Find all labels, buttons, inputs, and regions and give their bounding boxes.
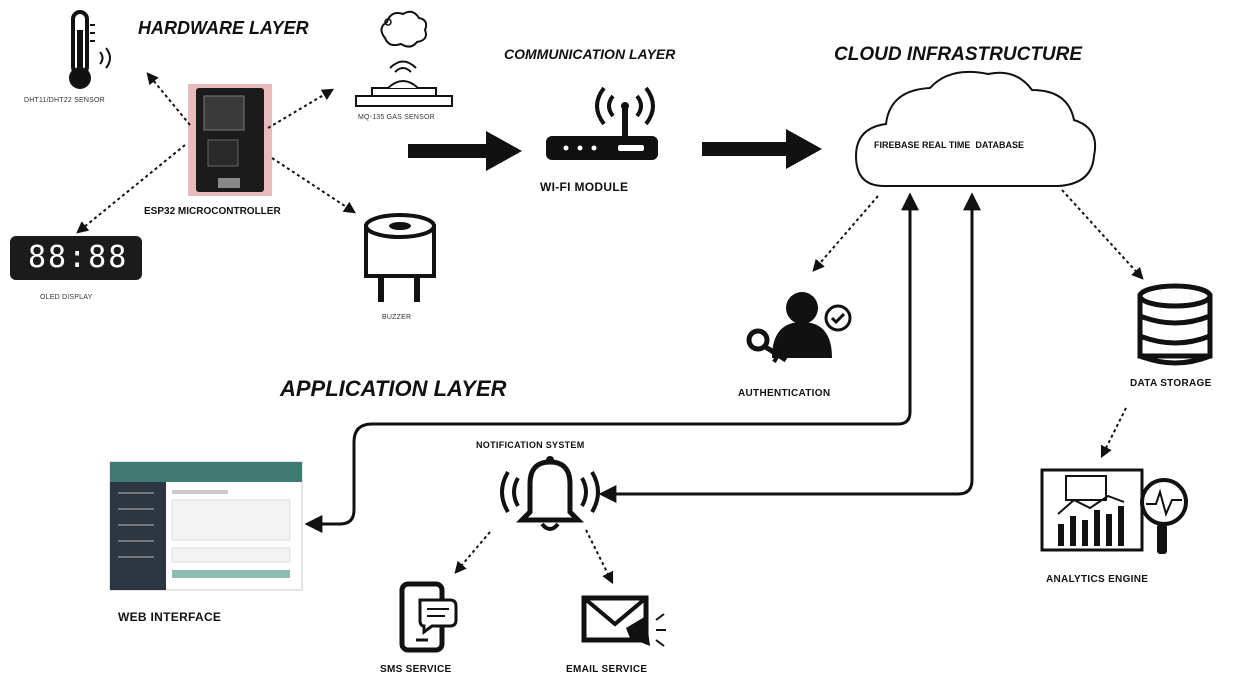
- gas-sensor-icon: [355, 10, 453, 107]
- firebase-label: FIREBASE REAL TIME DATABASE: [874, 140, 1025, 150]
- notification-label: NOTIFICATION SYSTEM: [476, 440, 585, 450]
- esp32-label: ESP32 MICROCONTROLLER: [144, 206, 281, 217]
- router-icon: [546, 86, 658, 160]
- hardware-layer-title: HARDWARE LAYER: [138, 18, 309, 38]
- oled-label: OLED DISPLAY: [40, 294, 93, 301]
- sensor-label: DHT11/DHT22 SENSOR: [24, 97, 105, 104]
- cloud-connectors: [454, 189, 1144, 585]
- thermometer-icon: [69, 10, 111, 89]
- hardware-connectors: [76, 72, 357, 234]
- email-icon: [581, 595, 666, 647]
- authentication-icon: [746, 292, 852, 363]
- database-icon: [1137, 283, 1213, 366]
- authentication-label: AUTHENTICATION: [738, 388, 831, 399]
- communication-layer-title: COMMUNICATION LAYER: [504, 46, 676, 62]
- gas-sensor-label: MQ-135 GAS SENSOR: [358, 114, 435, 121]
- oled-display-icon: [10, 236, 142, 280]
- data-storage-label: DATA STORAGE: [1130, 378, 1212, 389]
- arrow-wifi-to-cloud: [702, 129, 822, 169]
- arrow-hardware-to-wifi: [408, 131, 522, 171]
- analytics-label: ANALYTICS ENGINE: [1046, 574, 1149, 585]
- analytics-icon: [1040, 468, 1188, 554]
- web-interface-label: WEB INTERFACE: [118, 610, 222, 624]
- buzzer-icon: [364, 213, 436, 302]
- sms-phone-icon: [399, 581, 458, 653]
- application-layer-title: APPLICATION LAYER: [280, 376, 507, 401]
- cloud-layer-title: CLOUD INFRASTRUCTURE: [834, 44, 1083, 65]
- wifi-module-label: WI-FI MODULE: [540, 180, 629, 194]
- web-interface-mockup: [109, 461, 303, 591]
- sms-label: SMS SERVICE: [380, 664, 452, 675]
- oled-readout: 88:88: [28, 240, 129, 275]
- bell-icon: [500, 456, 600, 531]
- email-label: EMAIL SERVICE: [566, 664, 648, 675]
- data-flow-lines: [304, 192, 981, 533]
- cloud-shape: [854, 70, 1096, 187]
- esp32-board-icon: [188, 84, 272, 196]
- buzzer-label: BUZZER: [382, 314, 412, 321]
